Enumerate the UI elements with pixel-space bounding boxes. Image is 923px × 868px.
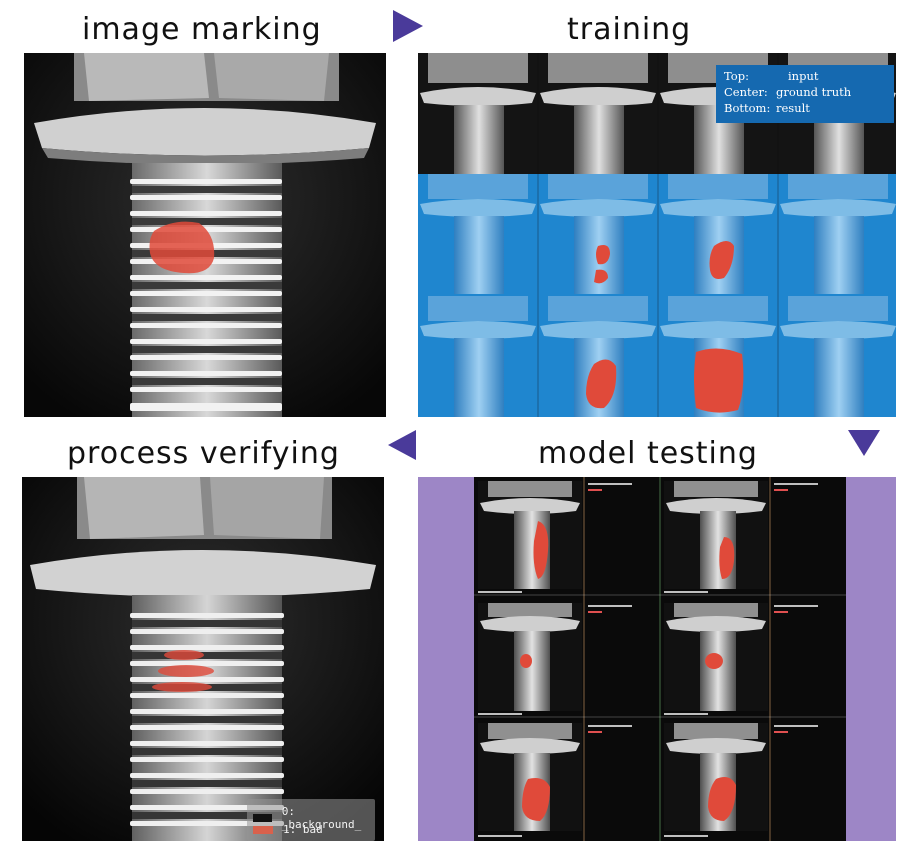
bolt-process-verifying	[22, 477, 384, 841]
legend-label: 0: _background_	[281, 805, 362, 831]
training-legend-box: Top: input Center: ground truth Bottom: …	[716, 65, 894, 123]
title-image-marking: image marking	[82, 12, 322, 47]
overlay-key: Center:	[724, 85, 768, 99]
overlay-value: input	[788, 69, 819, 83]
triangle-down-icon	[848, 430, 880, 456]
legend-item-bad: 1: bad	[253, 823, 323, 836]
class-legend: 0: _background_ 1: bad	[247, 799, 375, 841]
title-model-testing: model testing	[538, 436, 758, 471]
overlay-key: Top:	[724, 69, 749, 83]
defect-prediction	[152, 650, 214, 692]
overlay-row-top: Top: input	[724, 68, 894, 84]
legend-swatch	[253, 814, 272, 822]
overlay-row-center: Center: ground truth	[724, 84, 894, 100]
title-process-verifying: process verifying	[67, 436, 340, 471]
overlay-key: Bottom:	[724, 101, 771, 115]
overlay-value: ground truth	[776, 85, 852, 99]
overlay-row-bottom: Bottom: result	[724, 100, 894, 116]
testing-results-grid	[474, 477, 846, 841]
triangle-left-icon	[388, 430, 416, 460]
image-marking-panel	[24, 53, 386, 417]
process-verifying-panel: 0: _background_ 1: bad	[22, 477, 384, 841]
defect-mark	[149, 221, 215, 274]
overlay-value: result	[776, 101, 810, 115]
triangle-right-icon	[393, 10, 423, 42]
training-panel: Top: input Center: ground truth Bottom: …	[418, 53, 896, 417]
bolt-image-marking	[24, 53, 386, 417]
model-testing-panel	[418, 477, 896, 841]
title-training: training	[567, 12, 692, 47]
legend-item-background: 0: _background_	[253, 805, 375, 831]
legend-label: 1: bad	[283, 823, 323, 836]
legend-swatch	[253, 825, 273, 834]
testing-cells	[474, 477, 846, 841]
